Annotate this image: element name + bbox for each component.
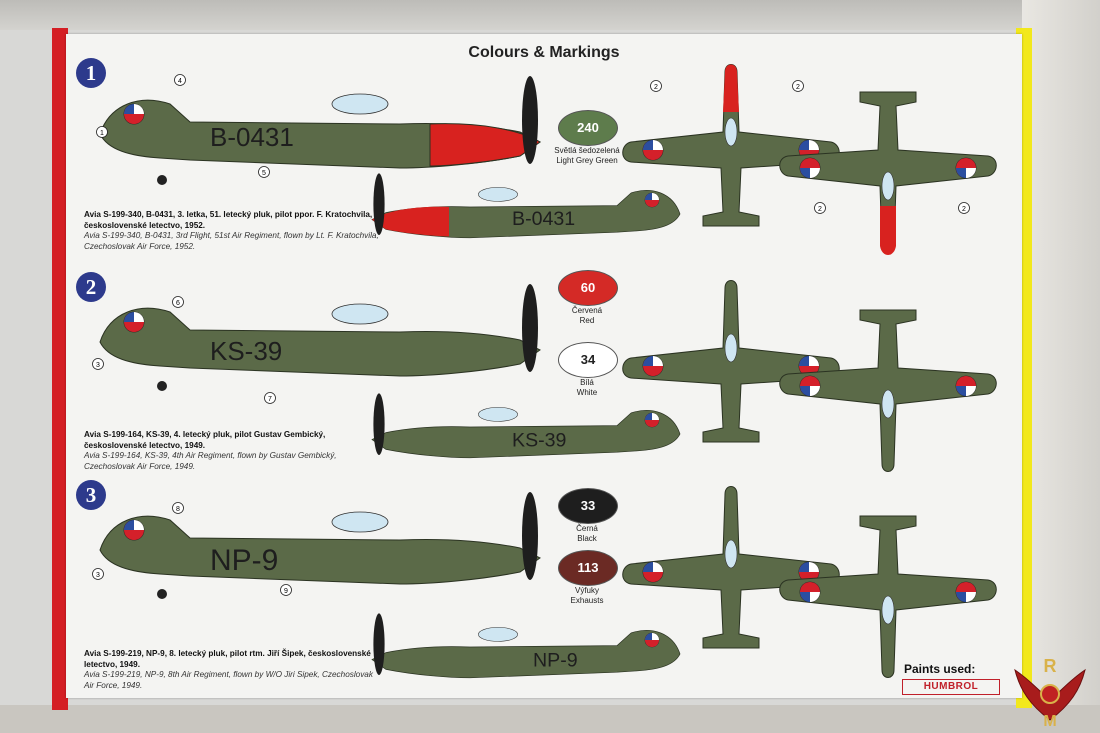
paint-name-en: White: [576, 388, 598, 397]
callout-label: 7: [268, 396, 272, 403]
caption-cz: Avia S-199-164, KS-39, 4. letecký pluk, …: [84, 430, 326, 450]
callout-label: 2: [818, 206, 822, 213]
callout-label: 4: [178, 78, 182, 85]
paint-chip-113: 113: [558, 550, 618, 586]
paint-name-en: Light Grey Green: [556, 156, 618, 165]
paint-name-cz: Černá: [576, 524, 598, 533]
background-box-side: [1022, 0, 1100, 733]
paint-chip-240: 240: [558, 110, 618, 146]
registration-2-small: KS-39: [512, 430, 566, 452]
callout-label: 2: [654, 84, 658, 91]
shelf-surface: [0, 705, 1100, 733]
callout-label: 6: [176, 300, 180, 307]
profile-3-small: NP-9: [371, 613, 681, 679]
logo-letter-r: R: [1044, 656, 1057, 676]
plan-top-1: [622, 64, 840, 227]
plan-bottom-2: [779, 309, 997, 472]
plan-top-3: [622, 486, 840, 649]
callout-label: 1: [100, 130, 104, 137]
paint-chip-33: 33: [558, 488, 618, 524]
caption-cz: Avia S-199-219, NP-9, 8. letecký pluk, p…: [84, 649, 371, 669]
paint-label-240: Světlá šedozelená Light Grey Green: [532, 146, 642, 166]
paint-name-cz: Bílá: [580, 378, 594, 387]
paint-name-en: Black: [577, 534, 597, 543]
caption-aircraft-3: Avia S-199-219, NP-9, 8. letecký pluk, p…: [84, 649, 384, 691]
plan-bottom-1: [779, 91, 997, 255]
callout-label: 5: [262, 170, 266, 177]
registration-2: KS-39: [210, 336, 282, 366]
paint-name-en: Red: [579, 316, 595, 325]
caption-aircraft-1: Avia S-199-340, B-0431, 3. letka, 51. le…: [84, 210, 384, 252]
callout-label: 3: [96, 572, 100, 579]
registration-3-small: NP-9: [533, 650, 578, 672]
paint-chip-60: 60: [558, 270, 618, 306]
registration-3: NP-9: [210, 544, 278, 577]
caption-en: Avia S-199-164, KS-39, 4th Air Regiment,…: [84, 451, 337, 471]
markings-sheet: Colours & Markings 1 2 3 Avia S-199-340,…: [66, 34, 1022, 698]
paint-chip-34: 34: [558, 342, 618, 378]
paint-label-34: Bílá White: [532, 378, 642, 398]
rm-logo: R M: [1014, 656, 1086, 730]
profile-1-small: B-0431: [371, 173, 681, 239]
registration-1-small: B-0431: [512, 208, 575, 230]
paint-label-33: Černá Black: [532, 524, 642, 544]
profile-2-small: KS-39: [371, 393, 681, 459]
paint-name-cz: Červená: [571, 306, 603, 315]
box-top-edge: [0, 0, 1100, 30]
paint-name-en: Exhausts: [570, 596, 604, 605]
paint-label-113: Výfuky Exhausts: [532, 586, 642, 606]
caption-en: Avia S-199-219, NP-9, 8th Air Regiment, …: [84, 670, 373, 690]
logo-letter-m: M: [1043, 713, 1056, 730]
profile-badge-1: 1: [76, 58, 106, 88]
profile-badge-3: 3: [76, 480, 106, 510]
callouts: 1 4 5 3 6 7 3 8 9 2 2 2 2: [92, 74, 970, 596]
caption-cz: Avia S-199-340, B-0431, 3. letka, 51. le…: [84, 210, 373, 230]
profile-badge-2: 2: [76, 272, 106, 302]
callout-label: 3: [96, 362, 100, 369]
paints-used-label: Paints used:: [904, 662, 976, 676]
caption-en: Avia S-199-340, B-0431, 3rd Flight, 51st…: [84, 231, 379, 251]
callout-label: 8: [176, 506, 180, 513]
paint-label-60: Červená Red: [532, 306, 642, 326]
plan-bottom-3: [779, 515, 997, 678]
callout-label: 2: [796, 84, 800, 91]
profile-2-large: KS-39: [99, 284, 541, 391]
paint-name-cz: Světlá šedozelená: [554, 146, 620, 155]
profile-3-large: NP-9: [99, 492, 541, 599]
callout-label: 9: [284, 588, 288, 595]
sheet-title: Colours & Markings: [468, 44, 620, 61]
paint-name-cz: Výfuky: [574, 586, 599, 595]
callout-label: 2: [962, 206, 966, 213]
profile-1-large: B-0431: [99, 76, 541, 185]
caption-aircraft-2: Avia S-199-164, KS-39, 4. letecký pluk, …: [84, 430, 384, 472]
humbrol-brand: HUMBROL: [902, 679, 1000, 695]
registration-1: B-0431: [210, 122, 294, 152]
aircraft-drawings: B-0431 B-0431 KS-39: [92, 64, 997, 679]
box-red-stripe: [52, 28, 68, 710]
